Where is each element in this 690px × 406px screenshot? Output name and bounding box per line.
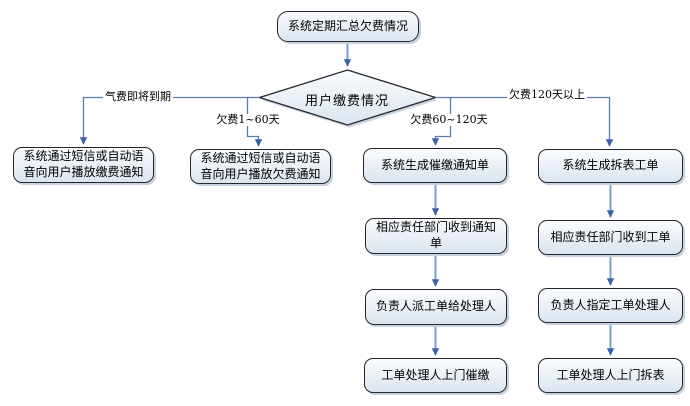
edge-branch-due-soon <box>79 96 260 145</box>
edge-label-arrears-60-120: 欠费60~120天 <box>408 113 490 127</box>
edge-branch-arrears-over-120 <box>435 96 614 147</box>
node-generate-workorder: 系统生成拆表工单 <box>538 149 683 183</box>
node-door-remove: 工单处理人上门拆表 <box>538 358 683 393</box>
node-generate-notice: 系统生成催缴通知单 <box>363 148 507 183</box>
node-dept-receive-notice: 相应责任部门收到通知单 <box>365 218 507 254</box>
node-notify-arrears: 系统通过短信或自动语音向用户播放欠费通知 <box>190 149 331 184</box>
node-notify-payment: 系统通过短信或自动语音向用户播放缴费通知 <box>13 147 154 183</box>
node-assign-handler: 负责人派工单给处理人 <box>365 289 507 325</box>
node-door-collect: 工单处理人上门催缴 <box>364 358 507 393</box>
decision-diamond-shape <box>257 69 438 126</box>
node-appoint-handler: 负责人指定工单处理人 <box>538 288 683 323</box>
node-start: 系统定期汇总欠费情况 <box>277 11 419 42</box>
node-dept-receive-workorder: 相应责任部门收到工单 <box>538 220 683 255</box>
edge-label-arrears-over-120: 欠费120天以上 <box>507 88 587 102</box>
edge-label-due-soon: 气费即将到期 <box>103 90 173 104</box>
edge-label-arrears-1-60: 欠费1~60天 <box>214 113 282 127</box>
node-decision-label: 用户缴费情况 <box>304 94 389 109</box>
